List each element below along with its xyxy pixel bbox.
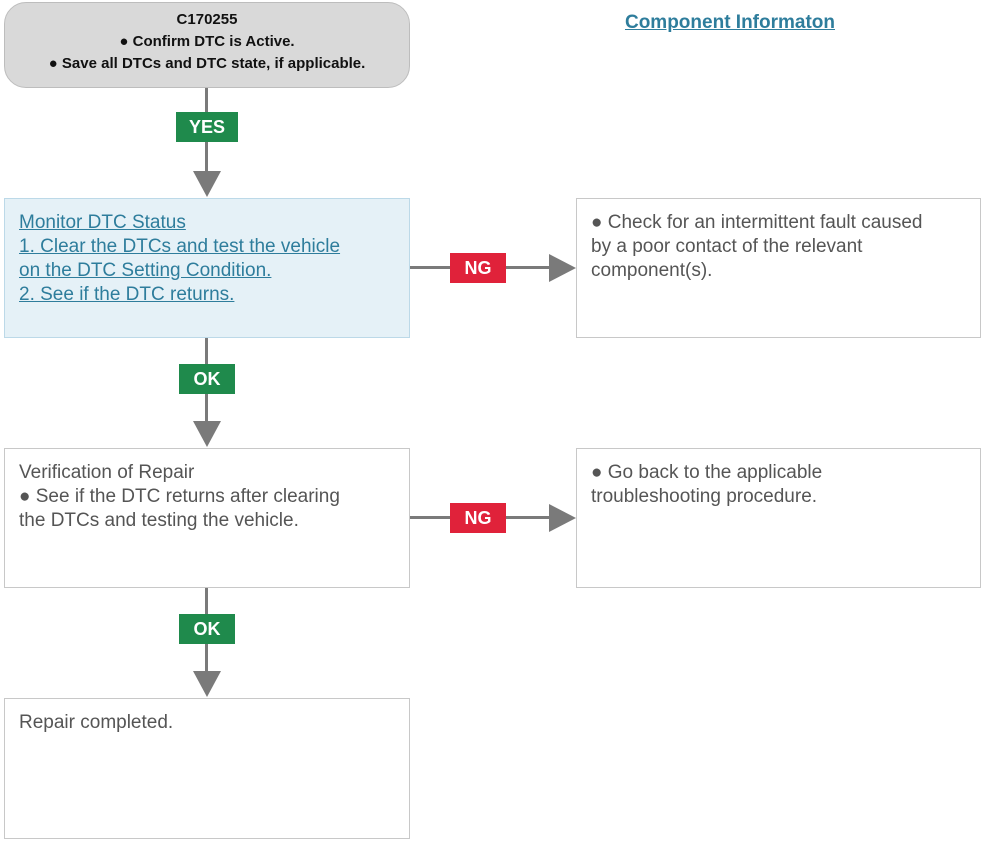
ok-badge: OK <box>179 364 235 394</box>
ng-badge: NG <box>450 253 506 283</box>
intermittent-line-1: ● Check for an intermittent fault caused <box>591 212 923 233</box>
verification-of-repair-box: Verification of Repair ● See if the DTC … <box>4 448 410 588</box>
go-back-box: ● Go back to the applicable troubleshoot… <box>576 448 981 588</box>
go-back-line-2: troubleshooting procedure. <box>591 486 818 507</box>
ok-badge: OK <box>179 614 235 644</box>
intermittent-line-3: component(s). <box>591 260 713 281</box>
verification-line-1: ● See if the DTC returns after clearing <box>19 486 340 507</box>
repair-completed-box: Repair completed. <box>4 698 410 839</box>
confirm-active-step: ● Confirm DTC is Active. <box>119 33 295 50</box>
go-back-line-1: ● Go back to the applicable <box>591 462 823 483</box>
intermittent-fault-box: ● Check for an intermittent fault caused… <box>576 198 981 338</box>
clear-dtcs-step-link[interactable]: 1. Clear the DTCs and test the vehicle <box>19 236 341 257</box>
verification-title: Verification of Repair <box>19 462 195 483</box>
repair-completed-text: Repair completed. <box>19 712 174 733</box>
yes-badge: YES <box>176 112 238 142</box>
save-dtcs-step: ● Save all DTCs and DTC state, if applic… <box>48 55 366 72</box>
monitor-dtc-status-box: Monitor DTC Status 1. Clear the DTCs and… <box>4 198 410 338</box>
dtc-returns-link[interactable]: 2. See if the DTC returns. <box>19 284 235 305</box>
arrow-down-icon <box>193 671 221 697</box>
component-information-link[interactable]: Component Informaton <box>624 12 836 33</box>
intermittent-line-2: by a poor contact of the relevant <box>591 236 863 257</box>
ng-badge: NG <box>450 503 506 533</box>
start-terminal: C170255 ● Confirm DTC is Active. ● Save … <box>4 2 410 88</box>
dtc-code: C170255 <box>176 11 238 28</box>
arrow-down-icon <box>193 171 221 197</box>
setting-condition-link[interactable]: on the DTC Setting Condition. <box>19 260 272 281</box>
arrow-right-icon <box>549 254 576 282</box>
verification-line-2: the DTCs and testing the vehicle. <box>19 510 299 531</box>
monitor-dtc-status-link[interactable]: Monitor DTC Status <box>19 212 186 233</box>
arrow-down-icon <box>193 421 221 447</box>
arrow-right-icon <box>549 504 576 532</box>
